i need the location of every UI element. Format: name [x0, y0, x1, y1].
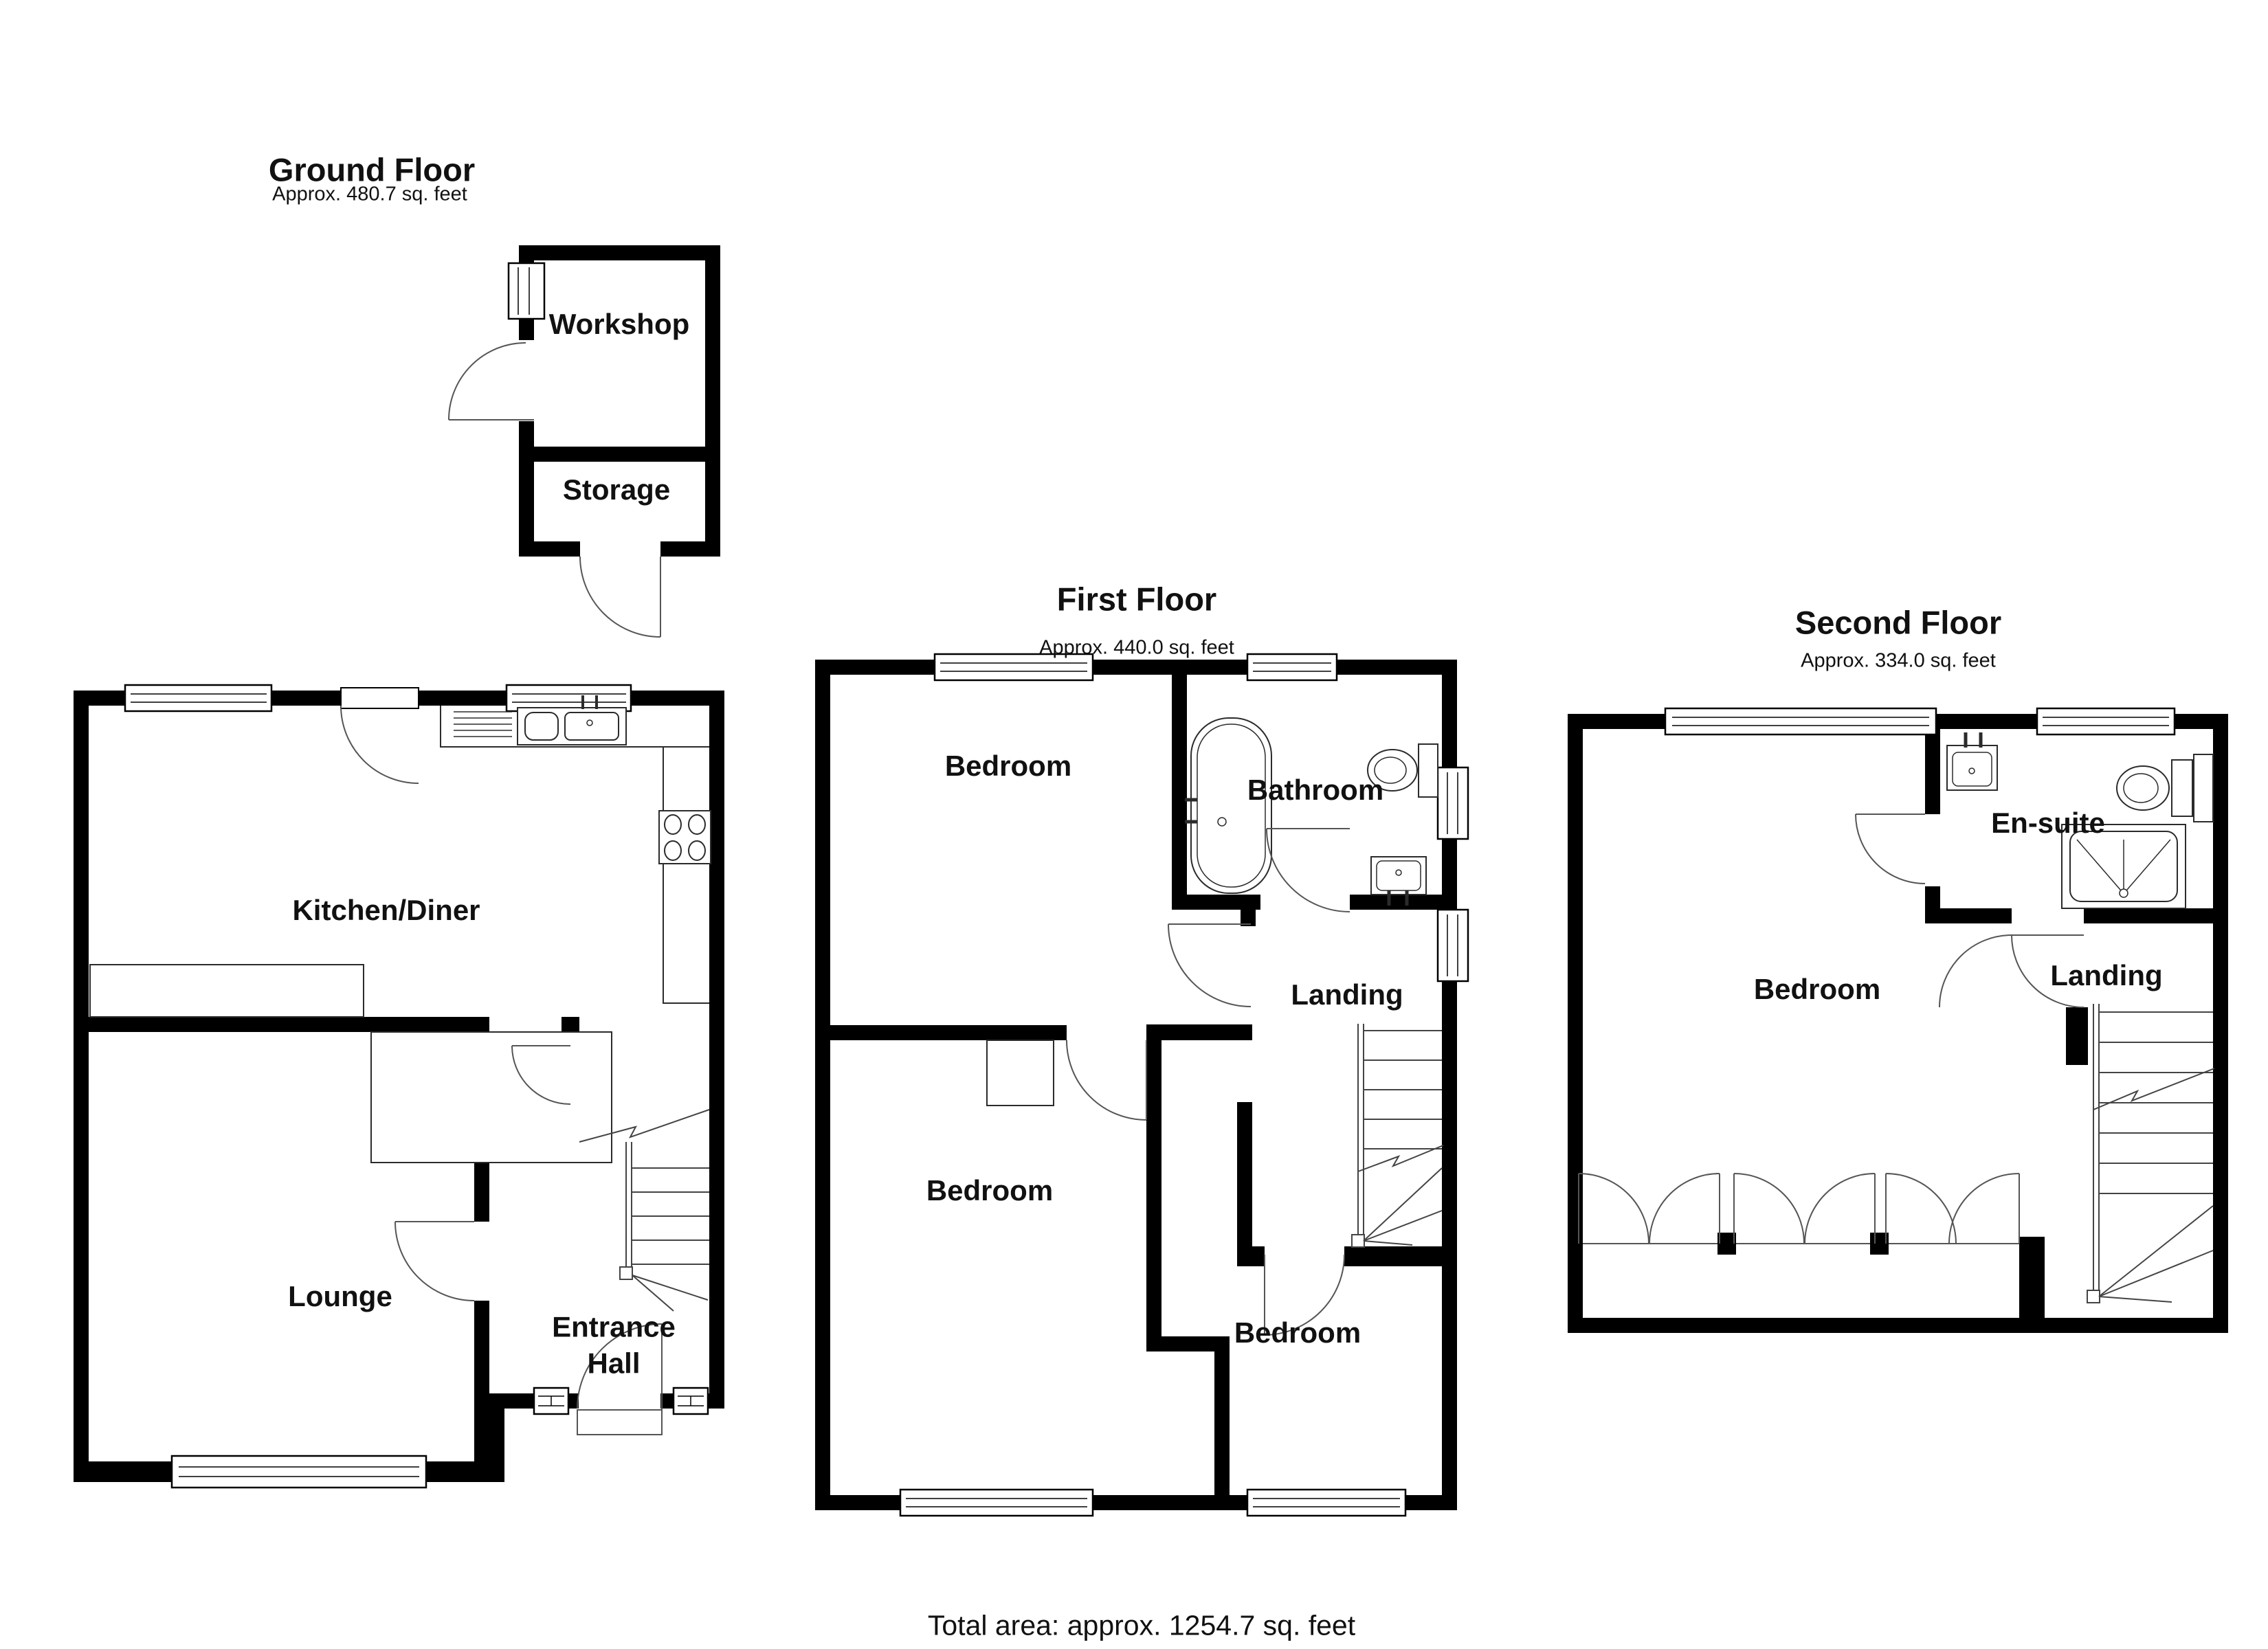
window-icon [1436, 908, 1469, 983]
room-label-bedroom-2: Bedroom [926, 1174, 1054, 1207]
window-icon [1436, 766, 1469, 840]
wall [815, 1025, 1067, 1040]
door-arc [1168, 923, 1252, 1007]
bathtub-icon [1185, 717, 1272, 894]
shower-icon [2061, 824, 2186, 909]
second-floor-plan [1568, 707, 2228, 1333]
wall [1146, 1336, 1230, 1351]
door-arc [511, 1045, 571, 1105]
wall [1237, 1102, 1252, 1266]
door-arc [579, 556, 661, 638]
ground-floor-title: Ground Floor [268, 151, 476, 188]
wall [1214, 1336, 1230, 1495]
total-area-text: Total area: approx. 1254.7 sq. feet [927, 1609, 1356, 1641]
wall [74, 1017, 489, 1032]
window-icon [2036, 707, 2176, 736]
room-label-bedroom-1: Bedroom [944, 750, 1072, 782]
room-label-bedroom-sf: Bedroom [1753, 973, 1881, 1005]
window-icon [672, 1387, 709, 1415]
room-label-lounge: Lounge [288, 1280, 392, 1312]
first-floor-title: First Floor [1056, 581, 1217, 618]
wall-divider [1925, 729, 1940, 814]
window-icon [899, 1488, 1094, 1517]
room-label-landing-ff: Landing [1291, 978, 1403, 1011]
wall [709, 691, 724, 1409]
window-icon [1246, 1488, 1407, 1517]
wall [1350, 895, 1442, 910]
lounge-recess [370, 1031, 612, 1163]
wall [1442, 660, 1457, 1510]
sink-icon [1946, 732, 1998, 791]
wall [74, 691, 89, 1482]
door-arc [1264, 1254, 1345, 1336]
wall-stub [1241, 908, 1256, 926]
ground-floor-area: Approx. 480.7 sq. feet [272, 183, 467, 205]
second-floor-title: Second Floor [1794, 604, 2002, 641]
stairs [2087, 1004, 2215, 1303]
door-arc [1939, 934, 2084, 1008]
wall-stub [2066, 1007, 2088, 1065]
sink-icon [454, 695, 627, 745]
room-label-bedroom-3: Bedroom [1234, 1316, 1361, 1349]
wall [815, 660, 830, 1510]
room-label-workshop: Workshop [548, 308, 690, 340]
wall [519, 245, 720, 260]
wall-stub [1237, 1246, 1265, 1266]
door-opening [518, 340, 535, 421]
door-opening [473, 1222, 491, 1301]
toilet-icon [1367, 743, 1438, 798]
door-opening [579, 1392, 660, 1410]
wall [1568, 1318, 2228, 1333]
window-icon [505, 684, 632, 713]
room-label-entrance-hall: Entrance Hall [552, 1310, 676, 1380]
front-door [577, 1323, 663, 1435]
door-arc [1855, 814, 1926, 884]
window-icon [170, 1455, 427, 1489]
ground-floor-plan [74, 684, 724, 1489]
wall [705, 245, 720, 557]
wall-divider [1172, 675, 1187, 895]
outbuilding-plan [448, 245, 720, 638]
first-floor-area: Approx. 440.0 sq. feet [1039, 636, 1234, 659]
first-floor-plan [815, 653, 1469, 1517]
stairs [579, 1109, 710, 1312]
room-label-kitchen-diner: Kitchen/Diner [292, 894, 480, 926]
door-arc [1066, 1040, 1147, 1121]
door-arc [340, 687, 419, 784]
wall-divider [1146, 1024, 1161, 1336]
room-label-ensuite: En-suite [1991, 807, 2105, 839]
wall-divider [534, 447, 705, 462]
wall [1172, 895, 1260, 910]
window-icon [533, 1387, 570, 1415]
room-label-storage: Storage [562, 473, 671, 506]
wall [1925, 908, 2012, 923]
hob-icon [658, 810, 711, 864]
wall [1344, 1246, 1442, 1266]
second-floor-area: Approx. 334.0 sq. feet [1801, 649, 1996, 672]
door-opening [580, 540, 660, 558]
stairs [1351, 1024, 1444, 1248]
kitchen-unit [89, 964, 364, 1018]
sink-icon [1370, 856, 1427, 906]
stair-bulkhead [986, 1040, 1054, 1106]
wall [1146, 1024, 1252, 1040]
window-icon [1246, 653, 1338, 682]
toilet-icon [2116, 754, 2214, 822]
window-icon [933, 653, 1094, 682]
wall [2213, 714, 2228, 1333]
door-arc [448, 342, 534, 420]
door-arc [1266, 828, 1350, 912]
window-icon [507, 262, 546, 320]
wardrobe-doors [1568, 1173, 2020, 1255]
room-label-bathroom: Bathroom [1247, 774, 1384, 806]
wall [2084, 908, 2228, 923]
wall [815, 660, 1457, 675]
room-label-landing-sf: Landing [2050, 959, 2163, 991]
door-arc [394, 1221, 475, 1301]
wall-stub [2019, 1237, 2045, 1318]
window-icon [124, 684, 273, 713]
window-icon [1664, 707, 1937, 736]
